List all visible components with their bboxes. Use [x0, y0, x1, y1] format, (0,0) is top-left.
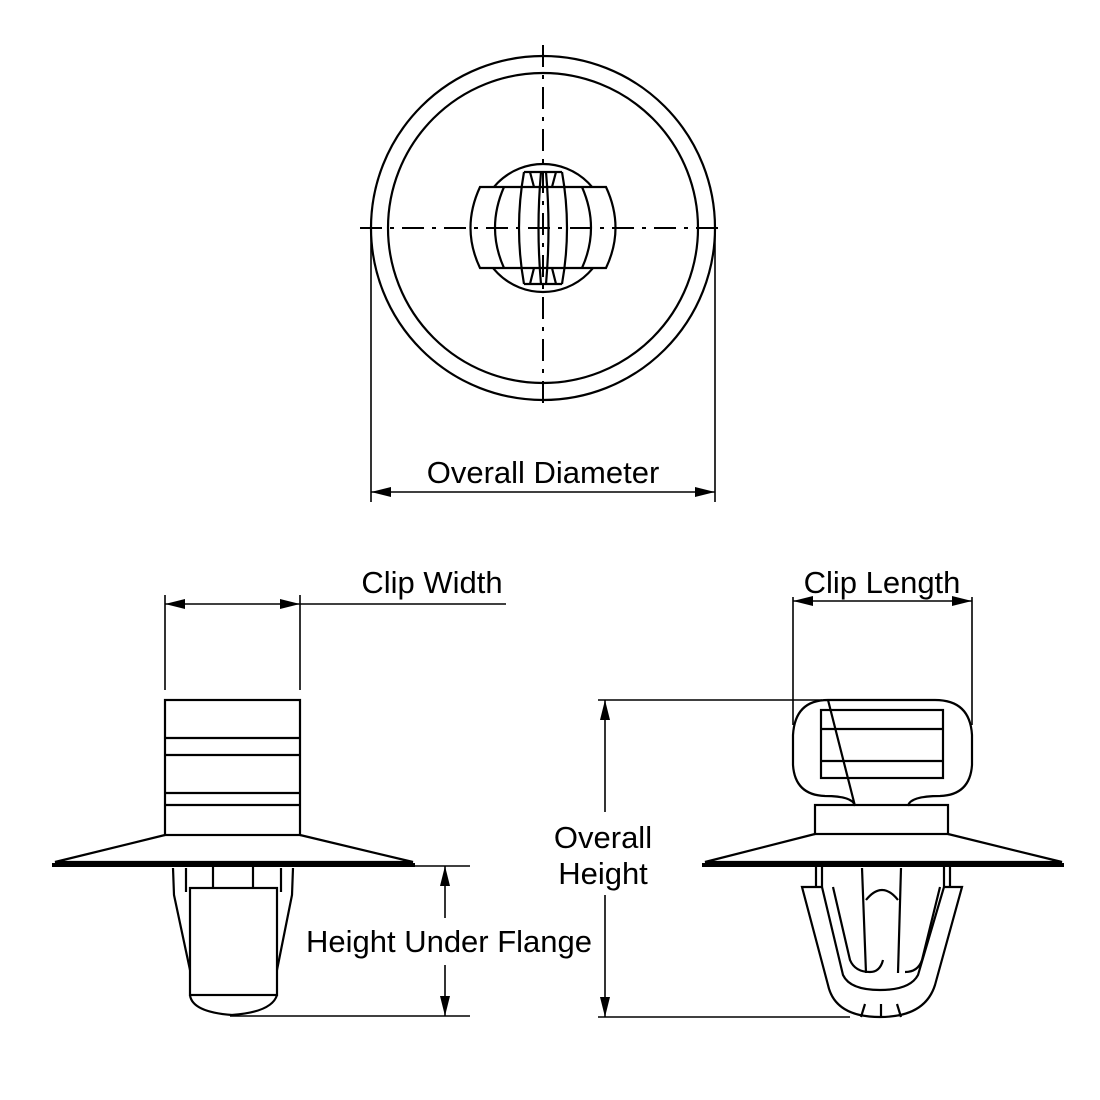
- clip-legs-inner: [831, 886, 942, 974]
- overall-height-label-line2: Height: [558, 856, 648, 891]
- tip-ribs: [859, 1003, 903, 1018]
- front-view: Clip Length Overall Height: [554, 565, 1064, 1019]
- clip-width-label: Clip Width: [361, 565, 502, 600]
- clip-collar: [813, 803, 950, 836]
- side-view: Clip Width Height Under Flange: [52, 565, 592, 1017]
- clip-body: [163, 698, 302, 837]
- clip-center-tongue: [860, 867, 903, 974]
- clip-head: [791, 698, 974, 807]
- stem-tip: [188, 994, 279, 1017]
- flange: [704, 832, 1063, 864]
- flange: [54, 833, 414, 864]
- body-bands: [165, 736, 300, 807]
- overall-height-label-line1: Overall: [554, 820, 652, 855]
- overall-diameter-label: Overall Diameter: [427, 455, 660, 490]
- height-under-flange-label: Height Under Flange: [306, 924, 592, 959]
- stem-posts: [211, 867, 255, 888]
- top-view: Overall Diameter: [360, 45, 726, 502]
- clip-length-label: Clip Length: [804, 565, 961, 600]
- leg-roots: [814, 867, 952, 887]
- stem: [188, 886, 279, 997]
- window-bands: [821, 727, 943, 763]
- leg-lines: [171, 867, 295, 971]
- slot-detail: [528, 171, 558, 285]
- head-window: [819, 708, 945, 780]
- clip-legs-outer: [800, 885, 964, 1019]
